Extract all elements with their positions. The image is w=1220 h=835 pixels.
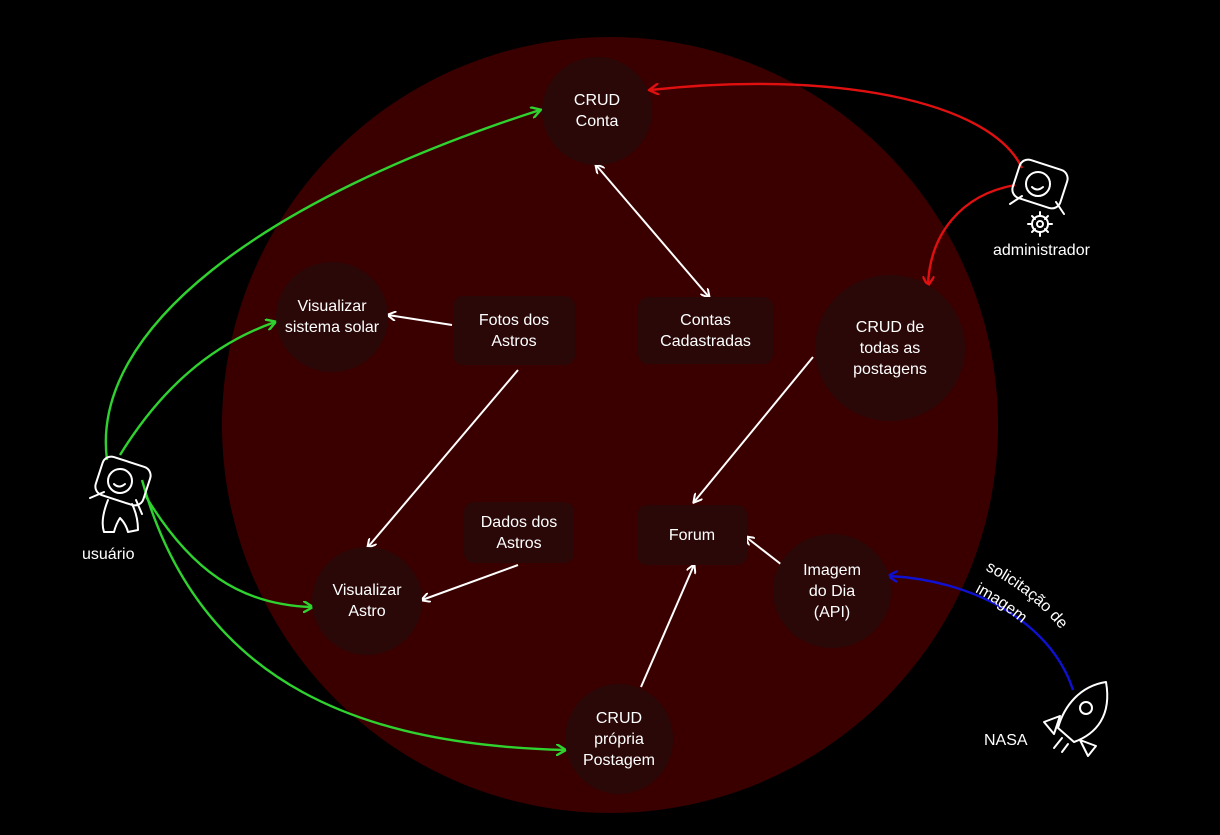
data-box-dados-astros[interactable]: Dados dos Astros bbox=[464, 502, 574, 563]
arrow-dados-to-visualizar-astro bbox=[422, 564, 519, 600]
use-case-crud-propria-postagem[interactable]: CRUD própria Postagem bbox=[565, 684, 673, 794]
node-label: CRUD própria Postagem bbox=[582, 709, 656, 769]
node-label: Imagem do Dia (API) bbox=[803, 561, 861, 621]
actor-label-nasa: NASA bbox=[984, 732, 1028, 749]
use-case-crud-todas-postagens[interactable]: CRUD de todas as postagens bbox=[815, 275, 965, 421]
actor-label-usuario: usuário bbox=[82, 546, 135, 563]
arrow-crud-todas-to-forum bbox=[694, 356, 814, 502]
actor-label-administrador: administrador bbox=[993, 242, 1090, 259]
arrow-admin-to-crud-todas bbox=[928, 183, 1016, 285]
arrow-conta-to-contas-cadastradas bbox=[596, 165, 709, 297]
node-label: Fotos dos Astros bbox=[478, 311, 550, 350]
arrow-usuario-to-visualizar-astro bbox=[143, 494, 312, 607]
node-label: Dados dos Astros bbox=[480, 513, 558, 552]
node-label: CRUD de todas as postagens bbox=[853, 318, 927, 378]
arrow-fotos-to-sistema-solar bbox=[388, 315, 453, 326]
node-label: Visualizar Astro bbox=[332, 582, 402, 620]
data-box-fotos-astros[interactable]: Fotos dos Astros bbox=[453, 296, 575, 365]
node-label: Visualizar sistema solar bbox=[284, 298, 380, 336]
data-box-forum[interactable]: Forum bbox=[637, 505, 747, 565]
astronaut-gear-icon bbox=[1009, 158, 1069, 237]
use-case-imagem-dia[interactable]: Imagem do Dia (API) bbox=[773, 534, 891, 648]
arrow-nasa-to-imagem-dia bbox=[889, 576, 1075, 691]
arrow-usuario-to-crud-propria bbox=[140, 479, 565, 750]
arrow-fotos-to-visualizar-astro bbox=[368, 369, 519, 547]
astronaut-icon bbox=[89, 455, 152, 533]
arrow-usuario-to-crud-conta bbox=[104, 110, 540, 461]
node-label: CRUD Conta bbox=[573, 92, 621, 130]
use-case-visualizar-sistema-solar[interactable]: Visualizar sistema solar bbox=[276, 262, 388, 372]
arrow-propria-to-forum bbox=[640, 565, 694, 688]
node-label: Contas Cadastradas bbox=[660, 311, 751, 350]
arrow-imagem-to-forum bbox=[746, 537, 783, 566]
use-case-crud-conta[interactable]: CRUD Conta bbox=[542, 57, 652, 165]
data-box-contas-cadastradas[interactable]: Contas Cadastradas bbox=[638, 297, 773, 364]
use-case-visualizar-astro[interactable]: Visualizar Astro bbox=[312, 547, 422, 655]
arrow-usuario-to-sistema-solar bbox=[118, 322, 275, 456]
rocket-icon bbox=[1043, 681, 1109, 757]
arrow-admin-to-crud-conta bbox=[650, 82, 1024, 169]
node-label: Forum bbox=[668, 526, 716, 544]
